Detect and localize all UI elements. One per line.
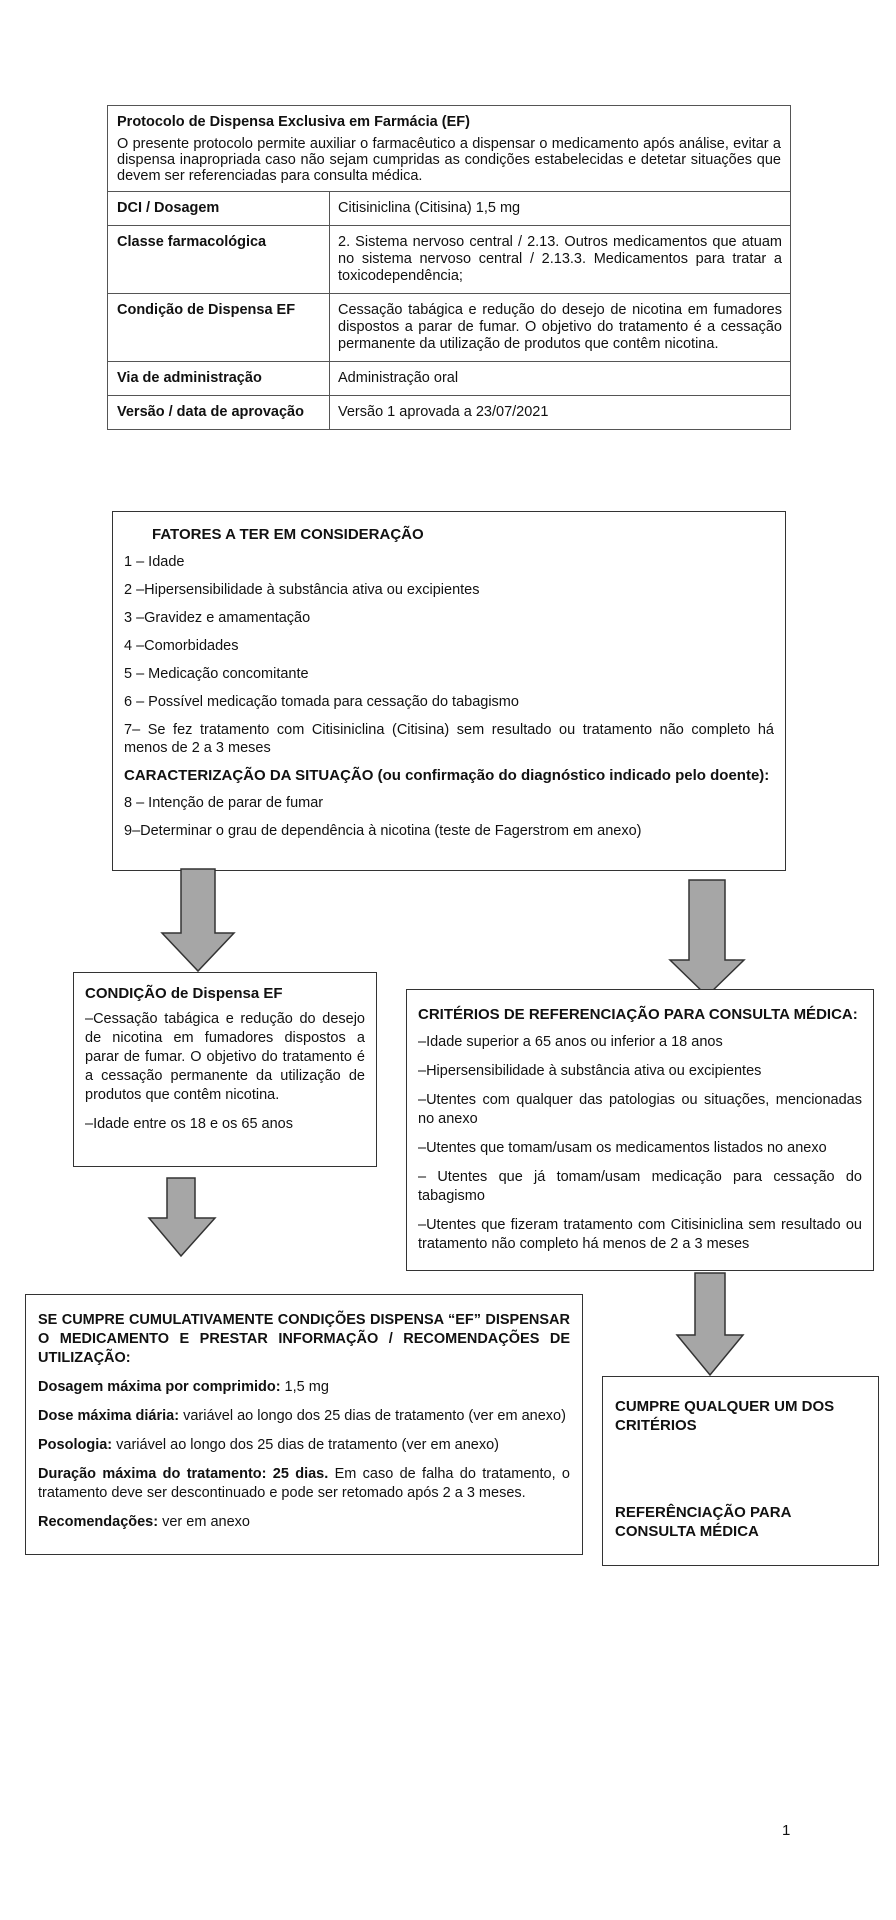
criteria-item: –Idade superior a 65 anos ou inferior a … <box>418 1034 723 1050</box>
dispense-title: SE CUMPRE CUMULATIVAMENTE CONDIÇÕES DISP… <box>38 1312 570 1366</box>
posology-line: Posologia: variável ao longo dos 25 dias… <box>38 1436 570 1455</box>
criteria-title: CRITÉRIOS DE REFERENCIAÇÃO PARA CONSULTA… <box>418 1006 858 1023</box>
protocol-row-value: Administração oral <box>338 370 459 386</box>
situation-item: 8 – Intenção de parar de fumar <box>124 795 324 811</box>
protocol-table: Protocolo de Dispensa Exclusiva em Farmá… <box>107 105 791 430</box>
arrow-down-icon <box>668 879 746 998</box>
arrow-down-icon <box>160 868 236 973</box>
protocol-header: Protocolo de Dispensa Exclusiva em Farmá… <box>108 106 790 192</box>
factor-item: 2 –Hipersensibilidade à substância ativa… <box>124 582 480 598</box>
protocol-row: Via de administração Administração oral <box>108 362 790 396</box>
protocol-row-value: Citisiniclina (Citisina) 1,5 mg <box>338 200 521 216</box>
daily-dose-line: Dose máxima diária: variável ao longo do… <box>38 1407 570 1426</box>
duration-value: Em caso de falha do tratamento, o tratam… <box>38 1466 570 1501</box>
criteria-item: –Utentes com qualquer das patologias ou … <box>418 1092 862 1127</box>
factors-title: FATORES A TER EM CONSIDERAÇÃO <box>152 526 424 543</box>
protocol-row: DCI / Dosagem Citisiniclina (Citisina) 1… <box>108 192 790 226</box>
protocol-row-label: Via de administração <box>108 362 330 395</box>
recommendations-line: Recomendações: ver em anexo <box>38 1513 570 1532</box>
posology-label: Posologia: <box>38 1437 113 1453</box>
factor-item: 7– Se fez tratamento com Citisiniclina (… <box>124 722 774 756</box>
factor-item: 6 – Possível medicação tomada para cessa… <box>124 694 519 710</box>
protocol-row-label: DCI / Dosagem <box>108 192 330 225</box>
recommendations-label: Recomendações: <box>38 1514 159 1530</box>
duration-line: Duração máxima do tratamento: 25 dias. E… <box>38 1465 570 1503</box>
criteria-item: –Hipersensibilidade à substância ativa o… <box>418 1063 762 1079</box>
condition-title: CONDIÇÃO de Dispensa EF <box>85 985 283 1002</box>
referral-criteria-box: CRITÉRIOS DE REFERENCIAÇÃO PARA CONSULTA… <box>406 989 874 1271</box>
referral-action: REFERÊNCIAÇÃO PARA CONSULTA MÉDICA <box>615 1504 791 1540</box>
protocol-row: Classe farmacológica 2. Sistema nervoso … <box>108 226 790 294</box>
arrow-down-icon <box>147 1177 217 1258</box>
factor-item: 3 –Gravidez e amamentação <box>124 610 311 626</box>
referral-condition: CUMPRE QUALQUER UM DOS CRITÉRIOS <box>615 1398 835 1434</box>
factor-item: 1 – Idade <box>124 554 185 570</box>
duration-label: Duração máxima do tratamento: 25 dias. <box>38 1466 329 1482</box>
daily-dose-value: variável ao longo dos 25 dias de tratame… <box>179 1408 566 1424</box>
posology-value: variável ao longo dos 25 dias de tratame… <box>112 1437 500 1453</box>
factor-item: 4 –Comorbidades <box>124 638 239 654</box>
dispense-condition-box: CONDIÇÃO de Dispensa EF –Cessação tabági… <box>73 972 377 1167</box>
condition-age: –Idade entre os 18 e os 65 anos <box>85 1116 293 1132</box>
factors-box: FATORES A TER EM CONSIDERAÇÃO 1 – Idade … <box>112 511 786 871</box>
page-number: 1 <box>782 1822 791 1839</box>
protocol-row: Condição de Dispensa EF Cessação tabágic… <box>108 294 790 362</box>
dosage-value: 1,5 mg <box>280 1379 329 1395</box>
protocol-row: Versão / data de aprovação Versão 1 apro… <box>108 396 790 429</box>
protocol-title: Protocolo de Dispensa Exclusiva em Farmá… <box>117 114 470 130</box>
daily-dose-label: Dose máxima diária: <box>38 1408 180 1424</box>
protocol-row-value: Cessação tabágica e redução do desejo de… <box>338 302 782 352</box>
protocol-row-label: Classe farmacológica <box>108 226 330 293</box>
protocol-description: O presente protocolo permite auxiliar o … <box>117 136 781 184</box>
referral-box: CUMPRE QUALQUER UM DOS CRITÉRIOS REFERÊN… <box>602 1376 879 1566</box>
protocol-row-label: Versão / data de aprovação <box>108 396 330 429</box>
recommendations-value: ver em anexo <box>158 1514 250 1530</box>
dosage-line: Dosagem máxima por comprimido: 1,5 mg <box>38 1378 570 1397</box>
protocol-row-value: 2. Sistema nervoso central / 2.13. Outro… <box>338 234 782 284</box>
situation-subtitle: CARACTERIZAÇÃO DA SITUAÇÃO (ou confirmaç… <box>124 767 770 784</box>
criteria-item: –Utentes que fizeram tratamento com Citi… <box>418 1217 862 1252</box>
dosage-label: Dosagem máxima por comprimido: <box>38 1379 281 1395</box>
arrow-down-icon <box>675 1272 745 1377</box>
criteria-item: –Utentes que tomam/usam os medicamentos … <box>418 1140 827 1156</box>
factor-item: 5 – Medicação concomitante <box>124 666 309 682</box>
protocol-row-label: Condição de Dispensa EF <box>108 294 330 361</box>
protocol-row-value: Versão 1 aprovada a 23/07/2021 <box>338 404 549 420</box>
situation-item: 9–Determinar o grau de dependência à nic… <box>124 823 642 839</box>
criteria-item: – Utentes que já tomam/usam medicação pa… <box>418 1169 862 1204</box>
condition-text: –Cessação tabágica e redução do desejo d… <box>85 1011 365 1103</box>
dispense-instructions-box: SE CUMPRE CUMULATIVAMENTE CONDIÇÕES DISP… <box>25 1294 583 1555</box>
